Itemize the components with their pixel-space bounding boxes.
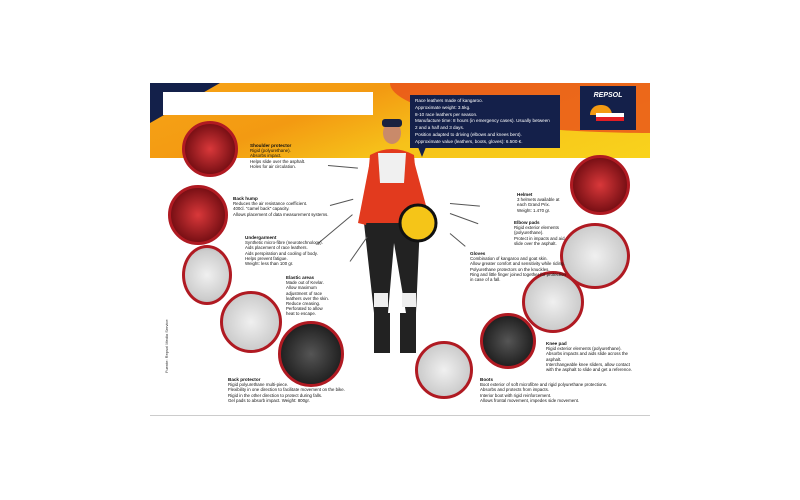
label-back-protector: Back protector Rigid polyurethane multi-… — [228, 377, 345, 403]
label-back-hump: Back hump Reduces the air resistance coe… — [233, 196, 329, 217]
label-knee-pad: Knee pad Rigid exterior elements (polyur… — [546, 341, 633, 373]
shoulder-protector-image — [182, 121, 238, 177]
logo-text: REPSOL — [593, 92, 623, 99]
race-leathers-callout: Race leathers made of kangaroo. Approxim… — [410, 95, 560, 157]
back-protector-image — [278, 321, 344, 387]
source-credit: Fuente: Repsol Media Service — [164, 319, 169, 373]
title-box — [163, 92, 373, 115]
label-shoulder-protector: Shoulder protector Rigid (polyurethane).… — [250, 143, 306, 169]
boots-image — [415, 341, 473, 399]
infographic: Race leathers made of kangaroo. Approxim… — [150, 83, 650, 416]
label-gloves: Gloves Combination of kangaroo and goat … — [470, 251, 566, 283]
rider-figure — [358, 119, 438, 353]
label-boots: Boots Boot exterior of soft microfibre a… — [480, 377, 608, 403]
back-hump-image — [168, 185, 228, 245]
label-elastic-areas: Elastic areas Made out of Kevlar.Allow m… — [286, 275, 329, 317]
label-undergarment: Undergarment Synthetic micro-fibre (neur… — [245, 235, 323, 267]
helmet-image — [570, 155, 630, 215]
label-elbow-pads: Elbow pads Rigid exterior elements(polyu… — [514, 220, 565, 246]
elastic-areas-image — [220, 291, 282, 353]
knee-pad-image — [480, 313, 536, 369]
callout-line: Manufacture time: 8 hours (in emergency … — [415, 118, 550, 124]
callout-line: 2 and a half and 3 days. — [415, 125, 465, 131]
callout-line: Approximate value (leathers, boots, glov… — [415, 138, 523, 144]
callout-line: Approximate weight: 3.5kg. — [415, 104, 471, 110]
undergarment-image — [182, 245, 232, 305]
callout-line: Race leathers made of kangaroo. — [415, 98, 483, 103]
callout-line: Position adapted to driving (elbows and … — [415, 131, 522, 137]
elbow-pads-image — [560, 223, 630, 289]
repsol-logo: REPSOL — [580, 86, 636, 130]
callout-line: 8-10 race leathers per season. — [415, 111, 478, 117]
